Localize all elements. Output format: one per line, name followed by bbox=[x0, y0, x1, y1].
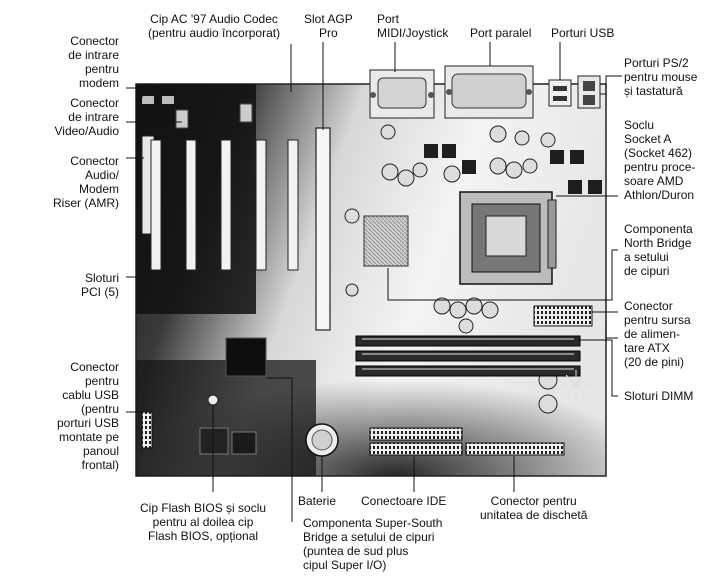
label-floppy-connector: Conector pentru unitatea de dischetă bbox=[480, 494, 588, 522]
voltage-regulators bbox=[424, 144, 602, 194]
agp-slot bbox=[315, 127, 331, 331]
north-bridge-chip bbox=[363, 215, 409, 267]
label-usb-ports: Porturi USB bbox=[551, 26, 615, 40]
usb-ports bbox=[548, 79, 572, 107]
label-atx-power-connector: Conector pentru sursa de alimen- tare AT… bbox=[624, 299, 691, 369]
video-audio-connector bbox=[175, 103, 253, 129]
usb-header bbox=[141, 411, 153, 449]
ide-connectors bbox=[369, 427, 463, 456]
label-agp-slot: Slot AGP Pro bbox=[304, 12, 353, 40]
cmos-battery bbox=[305, 423, 339, 457]
atx-power-connector bbox=[533, 305, 593, 327]
cpu-socket bbox=[459, 191, 557, 285]
label-midi-joystick-port: Port MIDI/Joystick bbox=[377, 12, 449, 40]
floppy-connector bbox=[465, 442, 565, 456]
flash-bios-chips bbox=[199, 427, 257, 455]
modem-connector bbox=[142, 96, 174, 104]
label-video-audio-connector: Conector de intrare Video/Audio bbox=[54, 96, 120, 138]
dimm-slots bbox=[355, 335, 581, 377]
label-ac97-codec: Cip AC '97 Audio Codec (pentru audio înc… bbox=[148, 12, 281, 40]
label-north-bridge: Componenta North Bridge a setului de cip… bbox=[624, 222, 693, 278]
label-pci-slots: Sloturi PCI (5) bbox=[80, 271, 119, 299]
sunburst-marker bbox=[561, 370, 591, 400]
bios-chip-socket-marker bbox=[207, 394, 219, 406]
label-modem-connector: Conector de intrare pentru modem bbox=[68, 34, 119, 90]
ps2-ports bbox=[577, 75, 601, 109]
label-usb-header: Conector pentru cablu USB (pentru portur… bbox=[56, 360, 119, 472]
leader-lines bbox=[126, 42, 622, 522]
label-ps2-ports: Porturi PS/2 pentru mouse și tastatură bbox=[624, 56, 698, 98]
label-parallel-port: Port paralel bbox=[470, 26, 532, 40]
label-amr-connector: Conector Audio/ Modem Riser (AMR) bbox=[53, 154, 119, 210]
label-flash-bios: Cip Flash BIOS și soclu pentru al doilea… bbox=[140, 501, 267, 543]
label-cpu-socket: Soclu Socket A (Socket 462) pentru proce… bbox=[624, 118, 696, 202]
pci-slots bbox=[150, 139, 299, 271]
midi-joystick-port bbox=[369, 69, 435, 119]
label-ide-connectors: Conectoare IDE bbox=[361, 494, 447, 508]
label-battery: Baterie bbox=[298, 494, 337, 508]
super-south-bridge-chip bbox=[225, 337, 267, 377]
label-dimm-slots: Sloturi DIMM bbox=[624, 389, 694, 403]
parallel-port bbox=[444, 65, 534, 119]
label-super-south-bridge: Componenta Super-South Bridge a setului … bbox=[303, 516, 443, 572]
